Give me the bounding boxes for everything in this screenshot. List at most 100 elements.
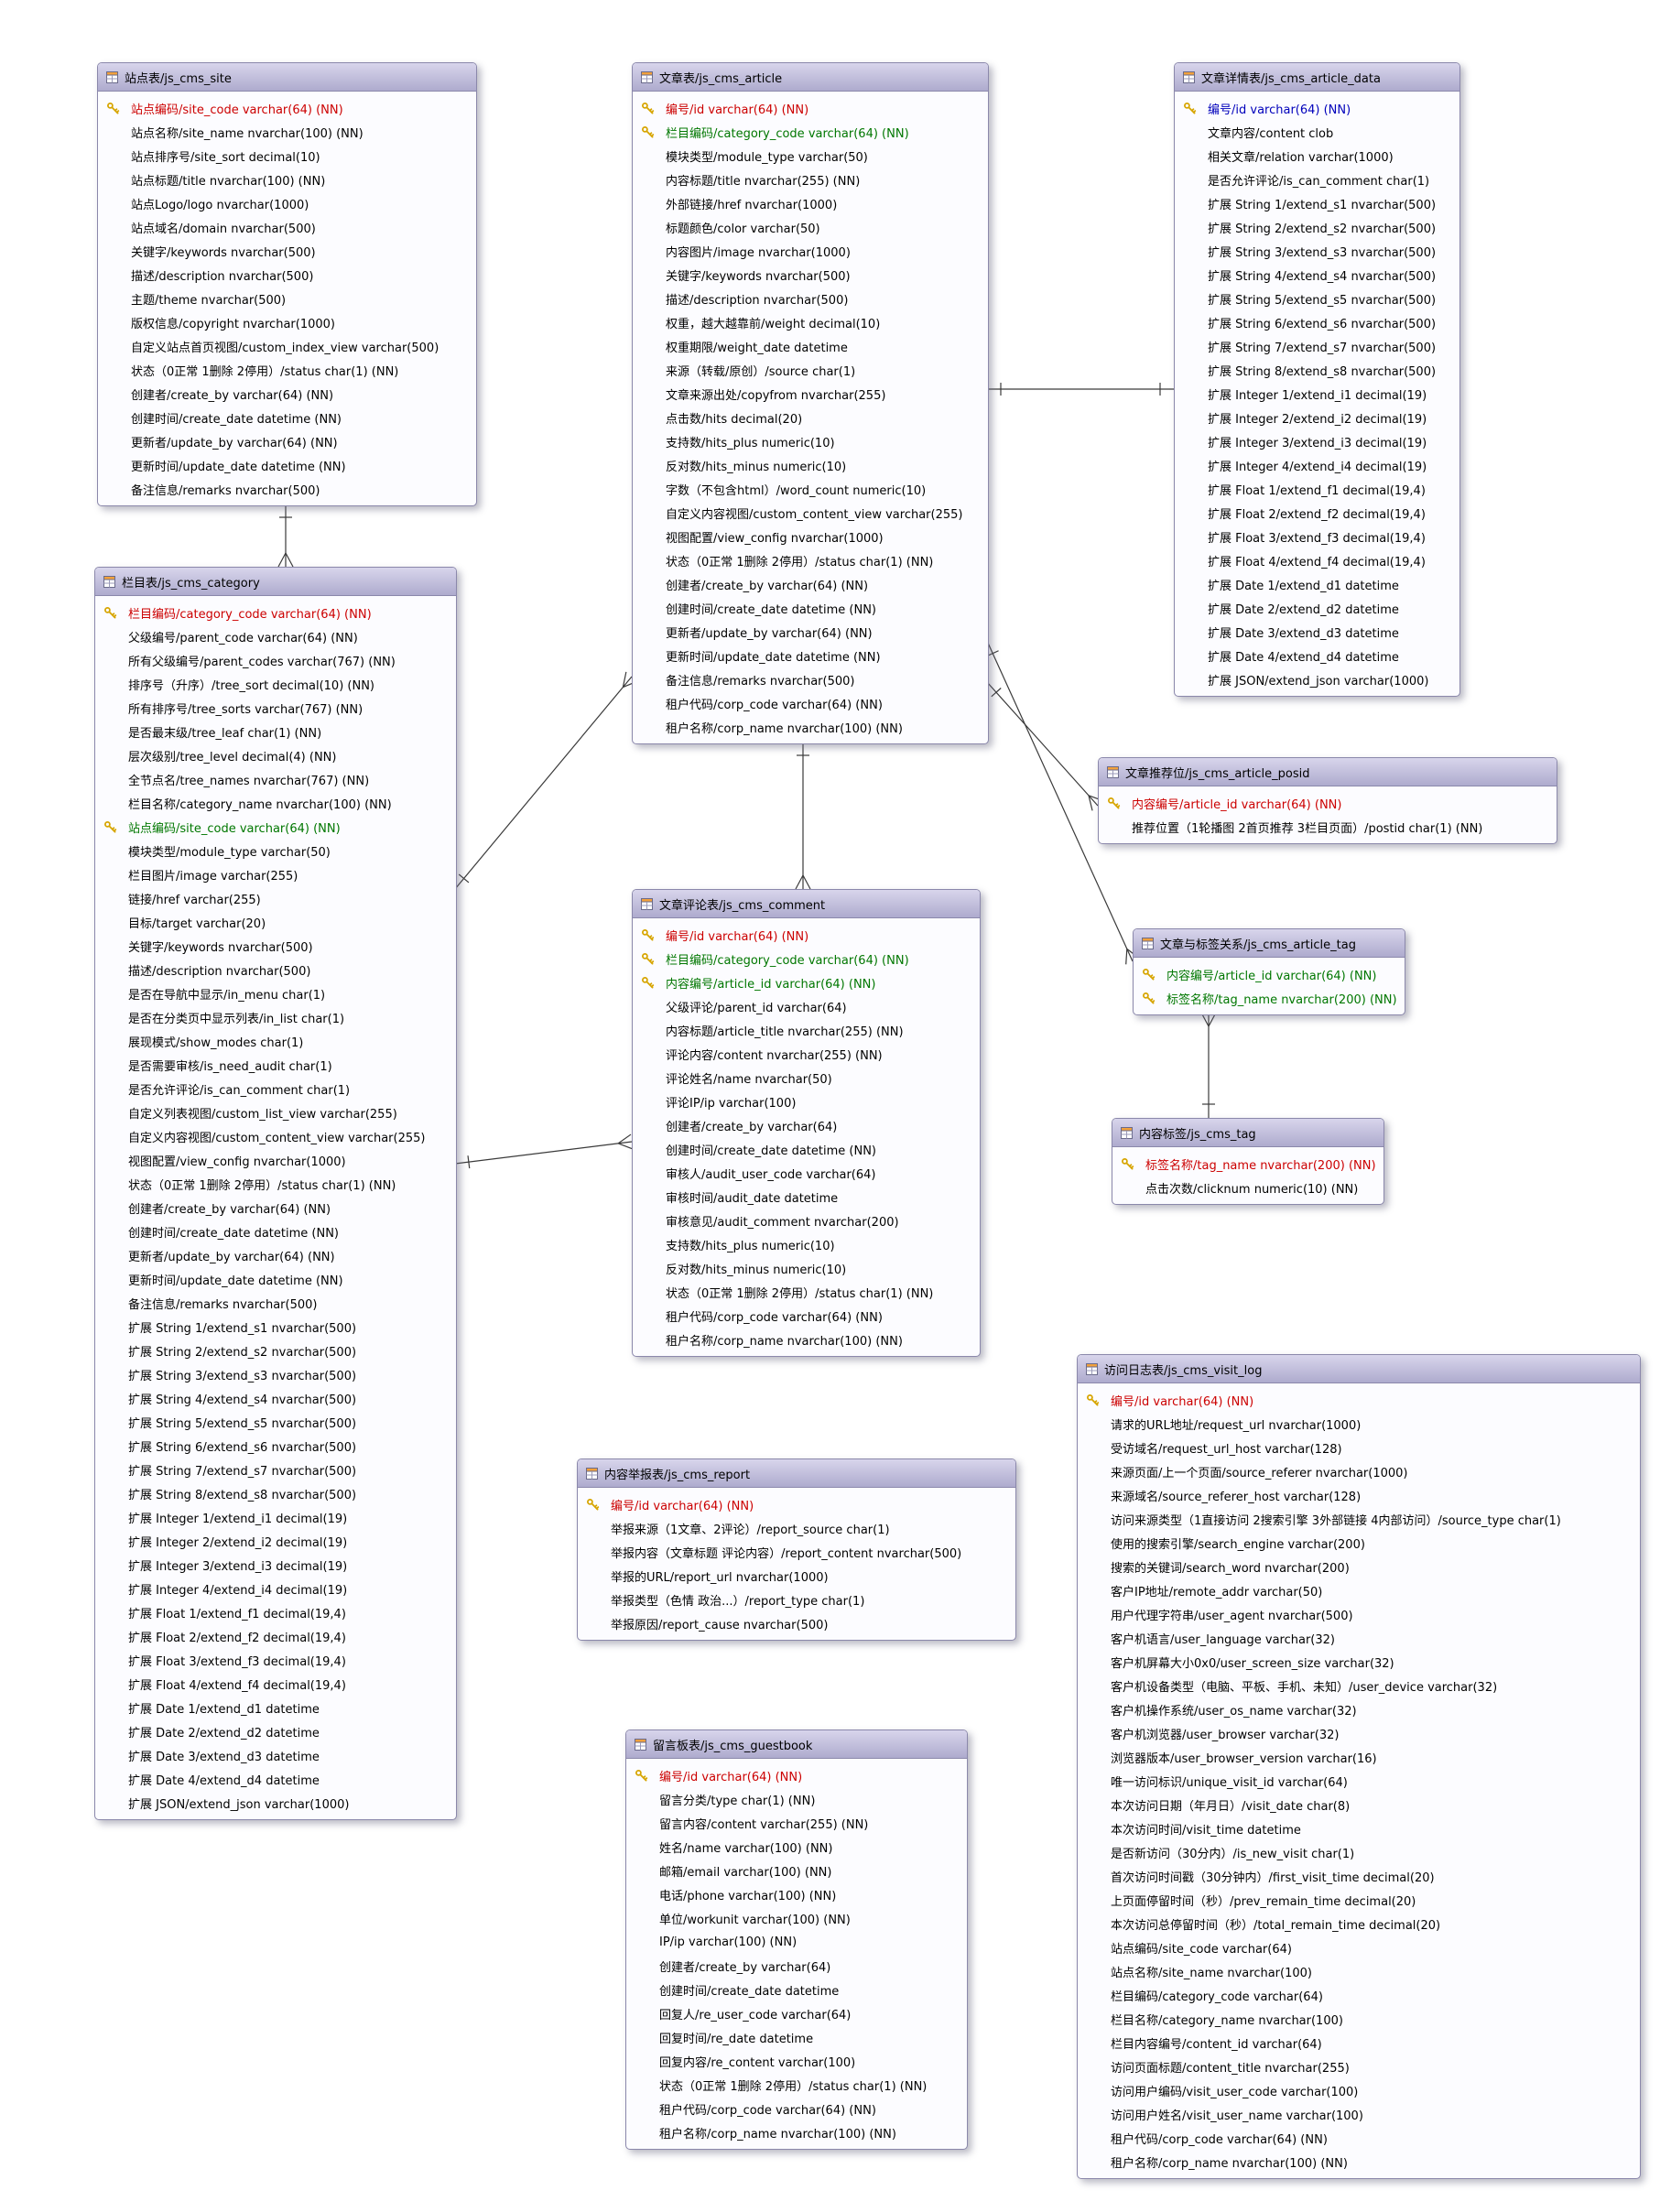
- field-row[interactable]: 站点编码/site_code varchar(64): [1078, 1936, 1640, 1959]
- field-row[interactable]: 客户机浏览器/user_browser varchar(32): [1078, 1721, 1640, 1745]
- field-row[interactable]: 是否在分类页中显示列表/in_list char(1): [95, 1005, 456, 1029]
- field-row[interactable]: 客户机语言/user_language varchar(32): [1078, 1626, 1640, 1650]
- field-row[interactable]: 举报来源（1文章、2评论）/report_source char(1): [578, 1516, 1015, 1540]
- field-row[interactable]: 编号/id varchar(64) (NN): [1175, 96, 1459, 120]
- field-row[interactable]: 模块类型/module_type varchar(50): [95, 839, 456, 862]
- field-row[interactable]: 视图配置/view_config nvarchar(1000): [95, 1148, 456, 1172]
- field-row[interactable]: 审核意见/audit_comment nvarchar(200): [633, 1209, 980, 1232]
- field-row[interactable]: 举报内容（文章标题 评论内容）/report_content nvarchar(…: [578, 1540, 1015, 1564]
- field-row[interactable]: 反对数/hits_minus numeric(10): [633, 453, 988, 477]
- table-header[interactable]: 栏目表/js_cms_category: [95, 568, 456, 596]
- field-row[interactable]: 是否最末级/tree_leaf char(1) (NN): [95, 720, 456, 743]
- field-row[interactable]: 权重期限/weight_date datetime: [633, 334, 988, 358]
- field-row[interactable]: 描述/description nvarchar(500): [633, 287, 988, 310]
- field-row[interactable]: 扩展 Float 4/extend_f4 decimal(19,4): [1175, 548, 1459, 572]
- field-row[interactable]: 备注信息/remarks nvarchar(500): [95, 1291, 456, 1315]
- field-row[interactable]: 租户名称/corp_name nvarchar(100) (NN): [633, 1328, 980, 1351]
- field-row[interactable]: 租户名称/corp_name nvarchar(100) (NN): [633, 715, 988, 739]
- field-row[interactable]: 租户代码/corp_code varchar(64) (NN): [633, 691, 988, 715]
- field-row[interactable]: 使用的搜索引擎/search_engine varchar(200): [1078, 1531, 1640, 1555]
- field-row[interactable]: 支持数/hits_plus numeric(10): [633, 429, 988, 453]
- relationship-site-category[interactable]: [277, 504, 294, 568]
- field-row[interactable]: 扩展 String 5/extend_s5 nvarchar(500): [95, 1410, 456, 1434]
- table-header[interactable]: 文章与标签关系/js_cms_article_tag: [1134, 929, 1405, 958]
- field-row[interactable]: 站点排序号/site_sort decimal(10): [98, 144, 476, 168]
- field-row[interactable]: 留言分类/type char(1) (NN): [626, 1787, 967, 1811]
- table-header[interactable]: 站点表/js_cms_site: [98, 63, 476, 92]
- field-row[interactable]: 举报原因/report_cause nvarchar(500): [578, 1611, 1015, 1635]
- field-row[interactable]: 编号/id varchar(64) (NN): [633, 96, 988, 120]
- field-row[interactable]: 扩展 Date 2/extend_d2 datetime: [95, 1719, 456, 1743]
- field-row[interactable]: 栏目名称/category_name nvarchar(100): [1078, 2007, 1640, 2031]
- field-row[interactable]: 受访域名/request_url_host varchar(128): [1078, 1436, 1640, 1459]
- field-row[interactable]: 视图配置/view_config nvarchar(1000): [633, 525, 988, 548]
- field-row[interactable]: 创建者/create_by varchar(64) (NN): [98, 382, 476, 406]
- field-row[interactable]: 内容编号/article_id varchar(64) (NN): [633, 970, 980, 994]
- field-row[interactable]: 扩展 String 2/extend_s2 nvarchar(500): [1175, 215, 1459, 239]
- field-row[interactable]: 版权信息/copyright nvarchar(1000): [98, 310, 476, 334]
- field-row[interactable]: 租户代码/corp_code varchar(64) (NN): [1078, 2126, 1640, 2150]
- table-header[interactable]: 文章评论表/js_cms_comment: [633, 890, 980, 918]
- field-row[interactable]: 来源域名/source_referer_host varchar(128): [1078, 1483, 1640, 1507]
- field-row[interactable]: 回复内容/re_content varchar(100): [626, 2049, 967, 2073]
- field-row[interactable]: 扩展 Integer 4/extend_i4 decimal(19): [95, 1577, 456, 1600]
- field-row[interactable]: 扩展 Integer 1/extend_i1 decimal(19): [95, 1505, 456, 1529]
- field-row[interactable]: 创建时间/create_date datetime (NN): [633, 596, 988, 620]
- field-row[interactable]: 权重，越大越靠前/weight decimal(10): [633, 310, 988, 334]
- field-row[interactable]: 扩展 String 5/extend_s5 nvarchar(500): [1175, 287, 1459, 310]
- field-row[interactable]: 父级评论/parent_id varchar(64): [633, 994, 980, 1018]
- field-row[interactable]: 请求的URL地址/request_url nvarchar(1000): [1078, 1412, 1640, 1436]
- field-row[interactable]: 客户机操作系统/user_os_name varchar(32): [1078, 1697, 1640, 1721]
- relationship-article-posid[interactable]: [986, 681, 1104, 811]
- field-row[interactable]: 扩展 String 8/extend_s8 nvarchar(500): [95, 1481, 456, 1505]
- field-row[interactable]: 站点标题/title nvarchar(100) (NN): [98, 168, 476, 191]
- field-row[interactable]: 编号/id varchar(64) (NN): [1078, 1388, 1640, 1412]
- field-row[interactable]: 扩展 Date 4/extend_d4 datetime: [95, 1767, 456, 1791]
- field-row[interactable]: 创建者/create_by varchar(64) (NN): [633, 572, 988, 596]
- field-row[interactable]: 扩展 Integer 1/extend_i1 decimal(19): [1175, 382, 1459, 406]
- field-row[interactable]: 访问页面标题/content_title nvarchar(255): [1078, 2055, 1640, 2078]
- field-row[interactable]: 扩展 String 1/extend_s1 nvarchar(500): [95, 1315, 456, 1339]
- relationship-tag-article_tag[interactable]: [1200, 1012, 1217, 1118]
- field-row[interactable]: 更新时间/update_date datetime (NN): [633, 644, 988, 667]
- field-row[interactable]: 站点Logo/logo nvarchar(1000): [98, 191, 476, 215]
- field-row[interactable]: 扩展 String 4/extend_s4 nvarchar(500): [1175, 263, 1459, 287]
- field-row[interactable]: 邮箱/email varchar(100) (NN): [626, 1859, 967, 1882]
- field-row[interactable]: 用户代理字符串/user_agent nvarchar(500): [1078, 1602, 1640, 1626]
- field-row[interactable]: 扩展 Date 1/extend_d1 datetime: [1175, 572, 1459, 596]
- field-row[interactable]: 栏目图片/image varchar(255): [95, 862, 456, 886]
- field-row[interactable]: 主题/theme nvarchar(500): [98, 287, 476, 310]
- field-row[interactable]: 客户IP地址/remote_addr varchar(50): [1078, 1578, 1640, 1602]
- field-row[interactable]: 评论IP/ip varchar(100): [633, 1090, 980, 1113]
- field-row[interactable]: 内容编号/article_id varchar(64) (NN): [1134, 962, 1405, 986]
- field-row[interactable]: 排序号（升序）/tree_sort decimal(10) (NN): [95, 672, 456, 696]
- field-row[interactable]: 客户机设备类型（电脑、平板、手机、未知）/user_device varchar…: [1078, 1674, 1640, 1697]
- field-row[interactable]: 栏目编码/category_code varchar(64): [1078, 1983, 1640, 2007]
- field-row[interactable]: 扩展 Float 2/extend_f2 decimal(19,4): [1175, 501, 1459, 525]
- field-row[interactable]: 扩展 String 7/extend_s7 nvarchar(500): [95, 1458, 456, 1481]
- table-header[interactable]: 文章推荐位/js_cms_article_posid: [1099, 758, 1557, 786]
- field-row[interactable]: 举报类型（色情 政治...）/report_type char(1): [578, 1588, 1015, 1611]
- field-row[interactable]: 更新者/update_by varchar(64) (NN): [98, 429, 476, 453]
- field-row[interactable]: 扩展 Float 3/extend_f3 decimal(19,4): [95, 1648, 456, 1672]
- field-row[interactable]: 描述/description nvarchar(500): [95, 958, 456, 981]
- field-row[interactable]: 扩展 Float 1/extend_f1 decimal(19,4): [95, 1600, 456, 1624]
- field-row[interactable]: 评论姓名/name nvarchar(50): [633, 1066, 980, 1090]
- field-row[interactable]: IP/ip varchar(100) (NN): [626, 1930, 967, 1954]
- field-row[interactable]: 审核时间/audit_date datetime: [633, 1185, 980, 1209]
- field-row[interactable]: 来源（转载/原创）/source char(1): [633, 358, 988, 382]
- field-row[interactable]: 扩展 Date 3/extend_d3 datetime: [95, 1743, 456, 1767]
- field-row[interactable]: 扩展 Date 1/extend_d1 datetime: [95, 1696, 456, 1719]
- field-row[interactable]: 访问用户编码/visit_user_code varchar(100): [1078, 2078, 1640, 2102]
- field-row[interactable]: 模块类型/module_type varchar(50): [633, 144, 988, 168]
- field-row[interactable]: 是否允许评论/is_can_comment char(1): [95, 1077, 456, 1101]
- field-row[interactable]: 扩展 String 7/extend_s7 nvarchar(500): [1175, 334, 1459, 358]
- field-row[interactable]: 目标/target varchar(20): [95, 910, 456, 934]
- relationship-category-article[interactable]: [454, 671, 638, 890]
- field-row[interactable]: 标题颜色/color varchar(50): [633, 215, 988, 239]
- field-row[interactable]: 扩展 Integer 2/extend_i2 decimal(19): [1175, 406, 1459, 429]
